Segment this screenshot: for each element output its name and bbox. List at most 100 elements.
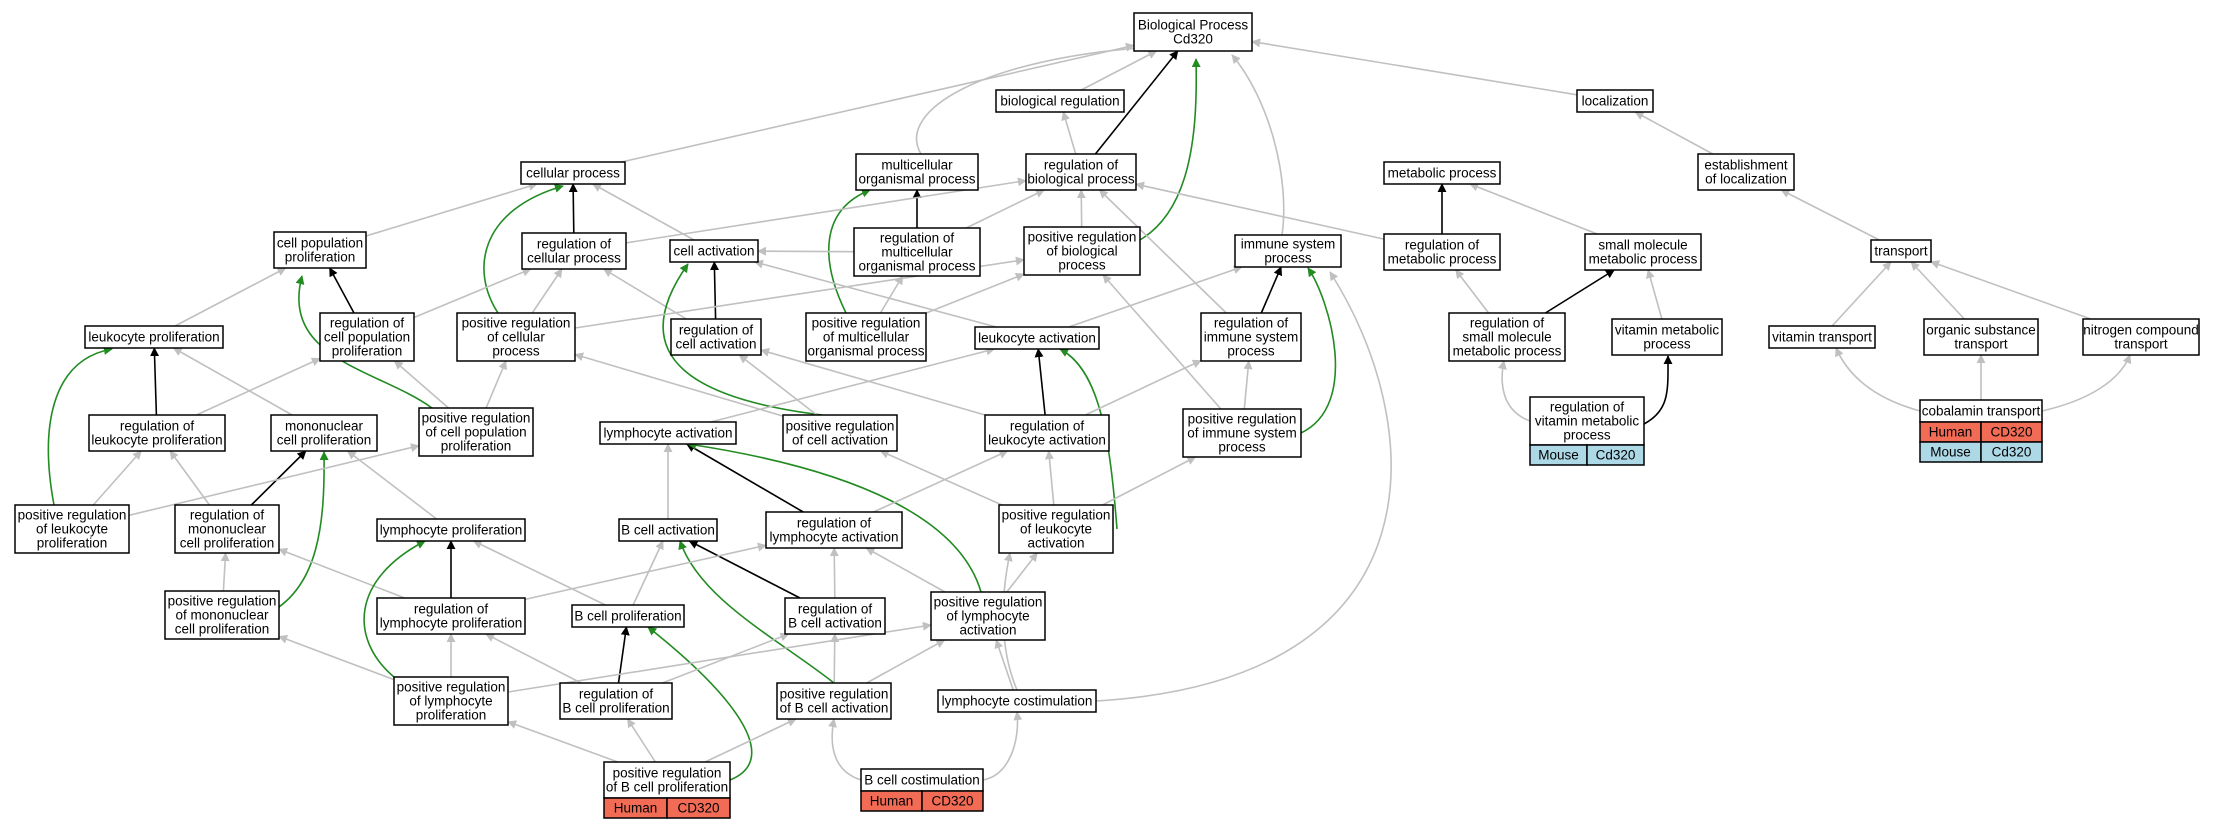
node-label-line: proliferation <box>37 536 108 551</box>
node-label-line: positive regulation <box>397 680 506 695</box>
annotation-gene-label: Cd320 <box>1992 445 2032 460</box>
edge-positive-regulation-of-lymphocyte-activation-to-lymphocyte-activation <box>687 440 982 593</box>
node-lymphocyte-activation[interactable]: lymphocyte activation <box>599 421 737 445</box>
node-b-cell-activation[interactable]: B cell activation <box>618 518 718 542</box>
node-vitamin-transport[interactable]: vitamin transport <box>1768 325 1876 349</box>
node-label-line: regulation of <box>1044 158 1119 173</box>
node-b-cell-costimulation[interactable]: B cell costimulation <box>860 768 984 792</box>
node-label-line: leukocyte proliferation <box>91 433 222 448</box>
annotation-cell-gene <box>666 797 731 819</box>
node-cell-activation[interactable]: cell activation <box>669 239 759 263</box>
node-label-line: regulation of <box>120 419 195 434</box>
edge-regulation-of-lymphocyte-activation-to-lymphocyte-activation <box>686 443 804 513</box>
node-b-cell-proliferation[interactable]: B cell proliferation <box>571 604 685 628</box>
edge-cell-activation-to-cellular-process <box>592 183 695 241</box>
node-label-line: lymphocyte proliferation <box>380 523 523 538</box>
node-regulation-of-b-cell-activation[interactable]: regulation ofB cell activation <box>784 597 886 635</box>
node-label-line: positive regulation <box>613 766 722 781</box>
node-label-line: biological regulation <box>1000 94 1119 109</box>
node-lymphocyte-costimulation[interactable]: lymphocyte costimulation <box>937 689 1097 713</box>
node-label-line: immune system <box>1204 330 1299 345</box>
node-label-line: B cell activation <box>621 523 715 538</box>
node-label-line: cell proliferation <box>180 536 275 551</box>
edge-regulation-of-lymphocyte-proliferation-to-regulation-of-lymphocyte-activation <box>524 542 767 601</box>
node-box <box>393 676 509 726</box>
edge-positive-regulation-of-cell-population-proliferation-to-positive-regulation-of-cellular-process <box>485 360 507 409</box>
edge-positive-regulation-of-biological-process-to-regulation-of-biological-process <box>1076 189 1086 228</box>
node-label-line: regulation of <box>190 508 265 523</box>
node-localization[interactable]: localization <box>1576 89 1654 113</box>
node-cellular-process[interactable]: cellular process <box>520 161 626 185</box>
node-label-line: regulation of <box>1470 316 1545 331</box>
node-metabolic-process[interactable]: metabolic process <box>1383 161 1501 185</box>
node-label-line: mononuclear <box>285 419 364 434</box>
node-leukocyte-proliferation[interactable]: leukocyte proliferation <box>84 325 224 349</box>
edge-positive-regulation-of-leukocyte-proliferation-to-regulation-of-leukocyte-proliferation <box>92 450 142 506</box>
edge-regulation-of-b-cell-activation-to-b-cell-activation <box>688 540 801 599</box>
annotation-species-label: Mouse <box>1930 445 1971 460</box>
node-label-line: B cell costimulation <box>864 773 980 788</box>
node-lymphocyte-proliferation[interactable]: lymphocyte proliferation <box>376 518 526 542</box>
edge-small-molecule-metabolic-process-to-metabolic-process <box>1469 182 1598 235</box>
node-regulation-of-b-cell-proliferation[interactable]: regulation ofB cell proliferation <box>559 682 673 720</box>
node-transport[interactable]: transport <box>1870 239 1932 263</box>
node-leukocyte-activation[interactable]: leukocyte activation <box>974 326 1100 350</box>
node-box <box>805 312 927 362</box>
node-box <box>853 227 981 277</box>
node-label-line: cellular process <box>527 251 621 266</box>
node-box <box>521 232 627 270</box>
node-box <box>14 504 130 554</box>
node-box <box>618 518 718 542</box>
node-label-line: regulation of <box>880 231 955 246</box>
node-label-line: lymphocyte proliferation <box>380 616 523 631</box>
edge-regulation-of-cellular-process-to-regulation-of-biological-process <box>625 177 1027 244</box>
edge-positive-regulation-of-b-cell-proliferation-to-regulation-of-b-cell-proliferation <box>626 718 657 763</box>
node-biological-regulation[interactable]: biological regulation <box>995 89 1125 113</box>
node-label-line: regulation of <box>798 602 873 617</box>
node-label-line: process <box>1643 337 1691 352</box>
edge-regulation-of-cell-activation-to-cell-activation <box>709 261 719 320</box>
edge-b-cell-costimulation-to-lymphocyte-costimulation <box>982 711 1023 781</box>
node-cobalamin-transport[interactable]: cobalamin transport <box>1919 399 2043 423</box>
node-label-line: positive regulation <box>168 594 277 609</box>
node-label-line: small molecule <box>1598 238 1687 253</box>
